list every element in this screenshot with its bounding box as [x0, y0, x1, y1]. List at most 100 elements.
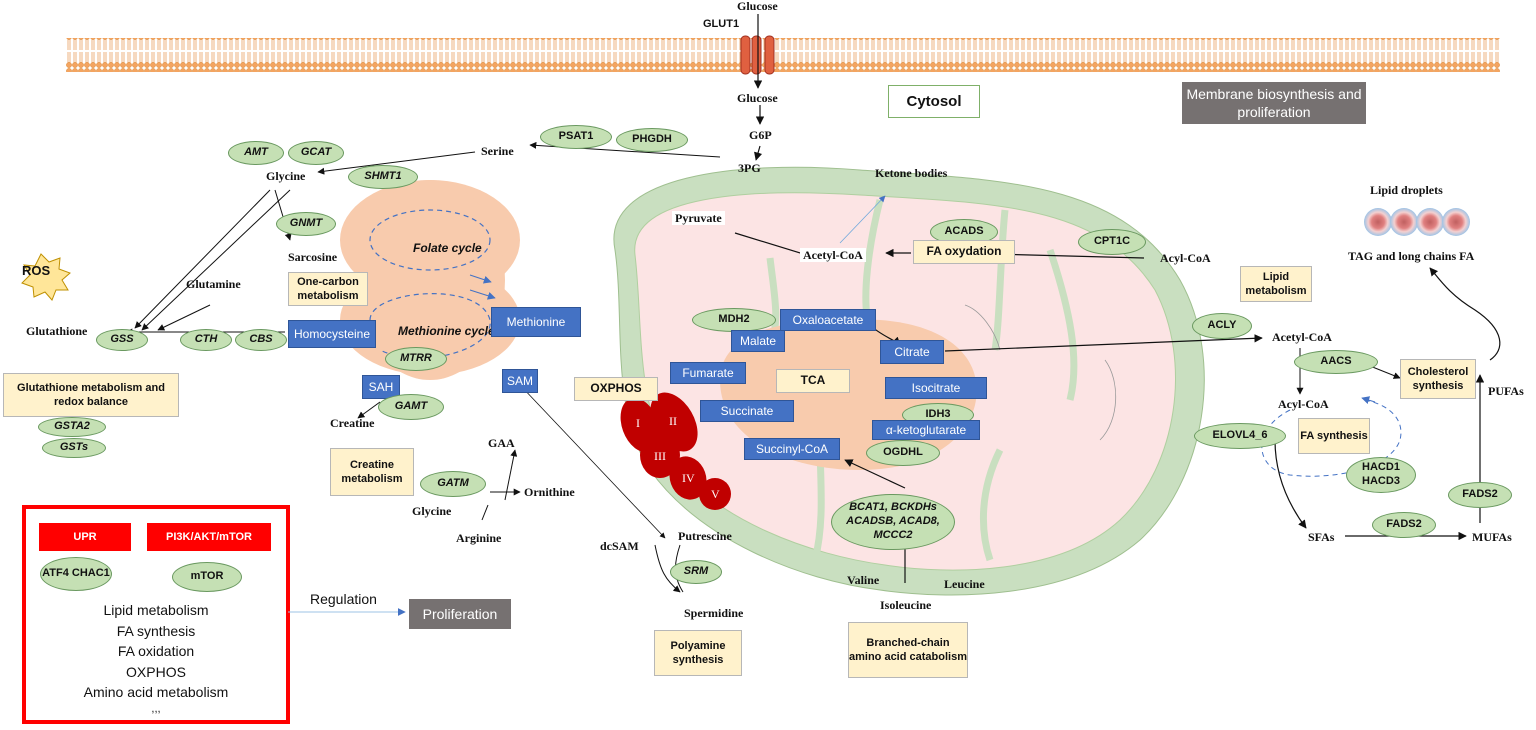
gss-enzyme: GSS: [96, 329, 148, 351]
sarcosine-label: Sarcosine: [288, 250, 338, 264]
acetyl-coa-cytosol-label: Acetyl-CoA: [1272, 330, 1332, 344]
gatm-enzyme: GATM: [420, 471, 486, 497]
folate-cycle-label: Folate cycle: [413, 241, 482, 255]
cbs-enzyme: CBS: [235, 329, 287, 351]
regulation-label: Regulation: [310, 591, 377, 607]
cth-enzyme: CTH: [180, 329, 232, 351]
complex-iii-label: III: [654, 449, 666, 463]
fads2-enzyme-pufa: FADS2: [1448, 482, 1512, 508]
putrescine-label: Putrescine: [678, 529, 732, 543]
cytosol-box: Cytosol: [888, 85, 980, 118]
pi3k-akt-mtor-box: PI3K/AKT/mTOR: [147, 523, 271, 551]
upr-box: UPR: [39, 523, 131, 551]
lipid-droplets: [1364, 208, 1470, 236]
serine-label: Serine: [481, 144, 514, 158]
succinate-box: Succinate: [700, 400, 794, 422]
ornithine-label: Ornithine: [524, 485, 575, 499]
amt-enzyme: AMT: [228, 141, 284, 165]
sfas-label: SFAs: [1308, 530, 1335, 544]
mitochondrion: [613, 166, 1205, 596]
glut1-transporter: [740, 35, 775, 75]
glutathione-metabolism-box: Glutathione metabolism and redox balance: [3, 373, 179, 417]
mdh2-enzyme: MDH2: [692, 308, 776, 332]
regulated-processes-list: Lipid metabolism FA synthesis FA oxidati…: [40, 600, 272, 715]
bcaa-catabolism-box: Branched-chain amino acid catabolism: [848, 622, 968, 678]
glucose-cytosol-label: Glucose: [737, 91, 778, 105]
acetyl-coa-mito-label: Acetyl-CoA: [800, 248, 866, 262]
fa-synthesis-box: FA synthesis: [1298, 418, 1370, 454]
one-carbon-metabolism-box: One-carbon metabolism: [288, 272, 368, 306]
regulated-item: Lipid metabolism: [103, 602, 209, 618]
3pg-label: 3PG: [738, 161, 761, 175]
tag-label: TAG and long chains FA: [1348, 249, 1475, 263]
atf4-chac1-enzyme: ATF4 CHAC1: [40, 557, 112, 591]
mufas-label: MUFAs: [1472, 530, 1512, 544]
hacd-enzymes: HACD1 HACD3: [1346, 457, 1416, 493]
arginine-label: Arginine: [456, 531, 502, 545]
tca-box: TCA: [776, 369, 850, 393]
bcaa-enzymes: BCAT1, BCKDHs ACADSB, ACAD8, MCCC2: [831, 494, 955, 550]
glutathione-label: Glutathione: [26, 324, 88, 338]
alpha-ketoglutarate-box: α-ketoglutarate: [872, 420, 980, 440]
cholesterol-synthesis-box: Cholesterol synthesis: [1400, 359, 1476, 399]
glucose-extracellular-label: Glucose: [737, 0, 778, 13]
srm-enzyme: SRM: [670, 560, 722, 584]
valine-label: Valine: [847, 573, 880, 587]
phgdh-enzyme: PHGDH: [616, 128, 688, 152]
leucine-label: Leucine: [944, 577, 985, 591]
shmt1-enzyme: SHMT1: [348, 165, 418, 189]
glut1-label: GLUT1: [703, 18, 740, 30]
oxaloacetate-box: Oxaloacetate: [780, 309, 876, 331]
aacs-enzyme: AACS: [1294, 350, 1378, 374]
glycine-label: Glycine: [266, 169, 306, 183]
complex-ii-label: II: [669, 414, 677, 428]
mtrr-enzyme: MTRR: [385, 347, 447, 371]
creatine-metabolism-box: Creatine metabolism: [330, 448, 414, 496]
gaa-label: GAA: [488, 436, 515, 450]
psat1-enzyme: PSAT1: [540, 125, 612, 149]
polyamine-synthesis-box: Polyamine synthesis: [654, 630, 742, 676]
regulated-item: Amino acid metabolism: [83, 684, 229, 700]
elovl4-6-enzyme: ELOVL4_6: [1194, 423, 1286, 449]
regulated-item: OXPHOS: [126, 663, 186, 680]
ketone-bodies-label: Ketone bodies: [875, 166, 948, 180]
lipid-metabolism-box: Lipid metabolism: [1240, 266, 1312, 302]
fads2-enzyme-mufa: FADS2: [1372, 512, 1436, 538]
isoleucine-label: Isoleucine: [880, 598, 932, 612]
g6p-label: G6P: [749, 128, 772, 142]
oxphos-complexes: [620, 392, 731, 510]
creatine-label: Creatine: [330, 416, 375, 430]
ogdhl-enzyme: OGDHL: [866, 440, 940, 466]
acyl-coa-mito-label: Acyl-CoA: [1160, 251, 1211, 265]
ellipsis: ,,,: [151, 702, 161, 715]
pyruvate-label: Pyruvate: [672, 211, 725, 225]
complex-iv-label: IV: [682, 471, 695, 485]
citrate-box: Citrate: [880, 340, 944, 364]
methionine-cycle-label: Methionine cycle: [398, 324, 495, 338]
ros-label: ROS: [22, 263, 51, 278]
lipid-droplets-label: Lipid droplets: [1370, 183, 1443, 197]
mtor-enzyme: mTOR: [172, 562, 242, 592]
gsta2-enzyme: GSTA2: [38, 417, 106, 437]
gcat-enzyme: GCAT: [288, 141, 344, 165]
homocysteine-box: Homocysteine: [288, 320, 376, 348]
fa-oxydation-box: FA oxydation: [913, 240, 1015, 264]
membrane-biosynthesis-box: Membrane biosynthesis and proliferation: [1182, 82, 1366, 124]
glutamine-label: Glutamine: [186, 277, 241, 291]
fumarate-box: Fumarate: [670, 362, 746, 384]
ros-star: [21, 253, 71, 301]
malate-box: Malate: [731, 330, 785, 352]
complex-v-label: V: [711, 487, 720, 501]
gsts-enzyme: GSTs: [42, 438, 106, 458]
regulation-frame: [22, 505, 290, 724]
dcsam-label: dcSAM: [600, 539, 639, 553]
complex-i-label: I: [636, 416, 640, 430]
succinyl-coa-box: Succinyl-CoA: [744, 438, 840, 460]
gnmt-enzyme: GNMT: [276, 212, 336, 236]
cpt1c-enzyme: CPT1C: [1078, 229, 1146, 255]
regulated-item: FA oxidation: [117, 643, 195, 659]
pufas-label: PUFAs: [1488, 384, 1524, 398]
spermidine-label: Spermidine: [684, 606, 744, 620]
gamt-enzyme: GAMT: [378, 394, 444, 420]
